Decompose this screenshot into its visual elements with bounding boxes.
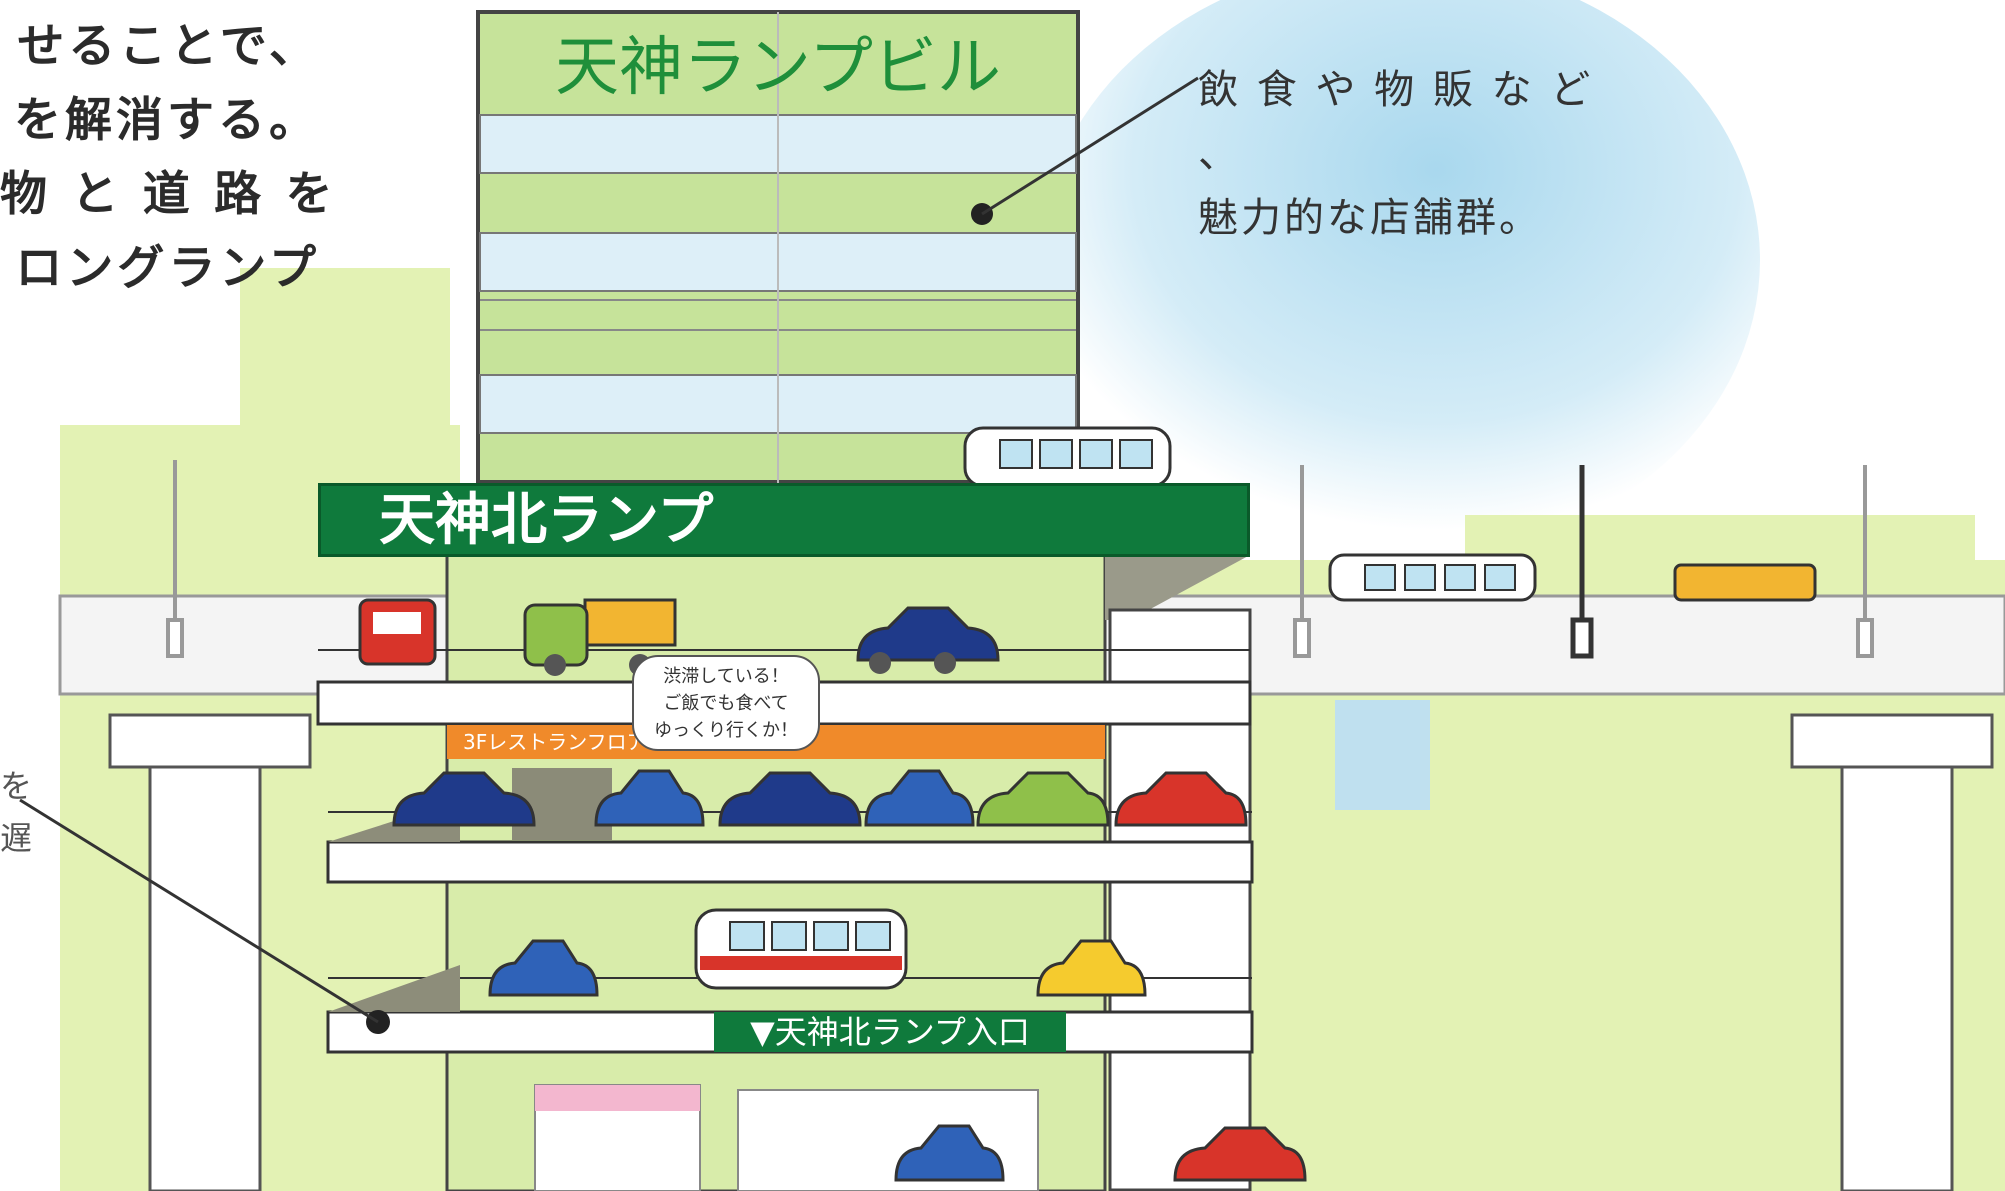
cars-deck-3 xyxy=(488,939,1147,997)
callout-line-text: 魅力的な店舗群。 xyxy=(1198,195,1542,241)
intro-line: せることで、 xyxy=(17,19,320,74)
intro-line: 物 と 道 路 を xyxy=(0,167,337,222)
bus-deck-3 xyxy=(694,908,908,990)
callout-line-text: 飲 食 や 物 販 な ど 、 xyxy=(1198,67,1594,177)
ramp-side-shade xyxy=(1105,555,1250,620)
tower-callout: 飲 食 や 物 販 な ど 、 魅力的な店舗群。 xyxy=(1198,58,1618,250)
ground-cars xyxy=(894,1124,1307,1182)
entrance-sign: ▼天神北ランプ入口 xyxy=(714,1012,1066,1052)
left-callout-fragment: 遅 xyxy=(0,819,33,857)
intro-text: せることで、 を解消する。 物 と 道 路 を ロングランプ xyxy=(0,10,337,306)
speech-line: ゆっくり行くか！ xyxy=(654,720,798,741)
road-pillar xyxy=(1840,765,1954,1191)
intro-line: を解消する。 xyxy=(14,93,320,148)
ramp-sign: 天神北ランプ xyxy=(318,483,1250,557)
intro-line: ロングランプ xyxy=(15,241,320,296)
speech-line: 渋滞している！ xyxy=(663,666,789,687)
ramp-deck xyxy=(326,840,1254,884)
ramp-sign-label: 天神北ランプ xyxy=(379,488,714,553)
tower-name: 天神ランプビル xyxy=(554,31,1002,105)
road-support-beam xyxy=(1790,713,1994,769)
far-bus xyxy=(1328,553,1537,602)
callout-line xyxy=(19,798,379,1024)
restaurant-floor-label: 3Fレストランフロア xyxy=(463,730,647,754)
sky-cloud xyxy=(1040,0,1760,560)
far-truck xyxy=(1673,563,1817,602)
left-callout: を 遅 xyxy=(0,760,33,864)
navy-car xyxy=(856,606,1000,674)
shop-awning xyxy=(535,1085,700,1111)
speech-bubble: 渋滞している！ ご飯でも食べて ゆっくり行くか！ xyxy=(632,655,820,751)
green-truck xyxy=(523,598,677,676)
street-lamps xyxy=(166,460,1874,658)
callout-line xyxy=(981,76,1199,216)
cars-deck-2 xyxy=(392,769,1248,827)
red-truck xyxy=(358,598,437,666)
bus-top xyxy=(963,426,1172,488)
road-pillar xyxy=(148,765,262,1191)
speech-line: ご飯でも食べて xyxy=(663,693,789,714)
background-block xyxy=(240,268,450,448)
background-block xyxy=(1335,700,1430,810)
road-support-beam xyxy=(108,713,312,769)
left-callout-fragment: を xyxy=(0,767,33,805)
